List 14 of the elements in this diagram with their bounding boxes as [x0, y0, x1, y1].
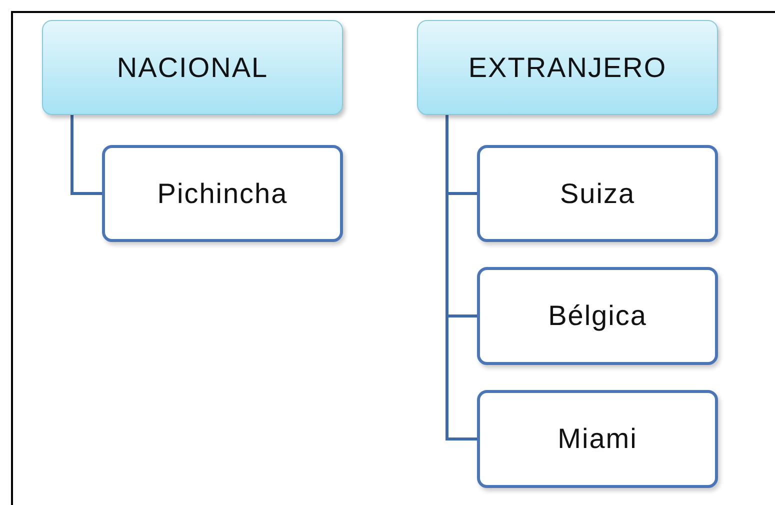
item-box — [477, 390, 718, 488]
node-label: Bélgica — [548, 300, 647, 332]
category-box — [417, 20, 718, 115]
connector-line — [446, 115, 477, 440]
item-box — [477, 145, 718, 242]
node-label: EXTRANJERO — [468, 52, 667, 84]
item-box — [102, 145, 343, 242]
node-label: Miami — [558, 423, 638, 455]
node-label: Pichincha — [157, 178, 288, 210]
node-label: Suiza — [560, 178, 636, 210]
node-label: NACIONAL — [116, 52, 268, 84]
item-box — [477, 267, 718, 365]
category-box — [42, 20, 343, 115]
connector-line — [70, 115, 102, 195]
